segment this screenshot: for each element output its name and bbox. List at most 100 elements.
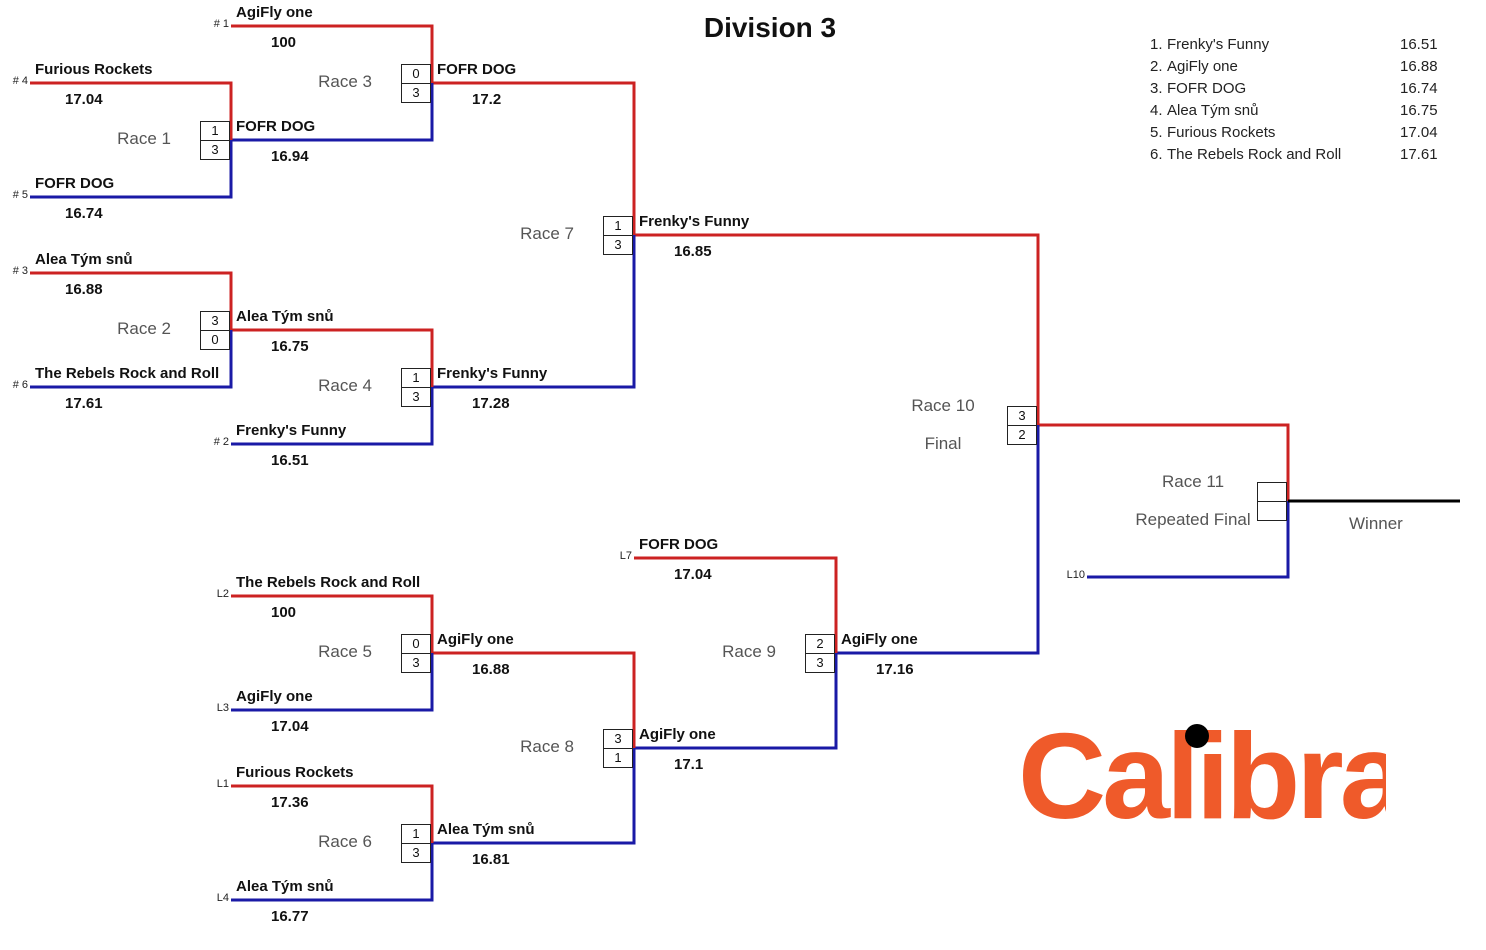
seed-label: # 1 bbox=[213, 18, 229, 30]
score-box: 0 bbox=[200, 330, 230, 350]
team-name: Frenky's Funny bbox=[236, 422, 347, 439]
standings-rank: 5. bbox=[1150, 124, 1163, 141]
team-time: 17.28 bbox=[472, 395, 510, 412]
team-name: AgiFly one bbox=[236, 4, 313, 21]
score-box: 3 bbox=[401, 653, 431, 673]
team-name: FOFR DOG bbox=[236, 118, 316, 135]
race-label: Race 4 bbox=[318, 376, 372, 395]
team-name: Alea Tým snů bbox=[35, 251, 133, 268]
standings-time: 16.51 bbox=[1400, 36, 1438, 53]
team-name: Alea Tým snů bbox=[236, 878, 334, 895]
team-name: Furious Rockets bbox=[35, 61, 153, 78]
team-name: FOFR DOG bbox=[437, 61, 517, 78]
winner-label: Winner bbox=[1349, 514, 1403, 533]
race-label: Race 10 bbox=[911, 396, 975, 415]
score-box: 3 bbox=[805, 653, 835, 673]
score-box: 2 bbox=[1007, 425, 1037, 445]
team-time: 16.51 bbox=[271, 452, 309, 469]
team-name: The Rebels Rock and Roll bbox=[35, 365, 220, 382]
team-time: 16.74 bbox=[65, 205, 103, 222]
standings-name: The Rebels Rock and Roll bbox=[1167, 146, 1342, 163]
standings-name: FOFR DOG bbox=[1167, 80, 1247, 97]
seed-label: # 6 bbox=[12, 379, 28, 391]
score-box: 1 bbox=[603, 216, 633, 236]
race-label: Race 6 bbox=[318, 832, 372, 851]
score-box bbox=[1257, 501, 1287, 521]
standings-time: 16.88 bbox=[1400, 58, 1438, 75]
seed-label: L4 bbox=[216, 892, 229, 904]
team-name: Alea Tým snů bbox=[236, 308, 334, 325]
score-box: 3 bbox=[200, 140, 230, 160]
race-label: Race 9 bbox=[722, 642, 776, 661]
team-name: AgiFly one bbox=[841, 631, 918, 648]
race-label: Race 7 bbox=[520, 224, 574, 243]
team-time: 17.04 bbox=[271, 718, 309, 735]
standings-rank: 6. bbox=[1150, 146, 1163, 163]
score-box: 1 bbox=[603, 748, 633, 768]
seed-label: # 5 bbox=[12, 189, 28, 201]
standings-rank: 2. bbox=[1150, 58, 1163, 75]
team-time: 16.88 bbox=[472, 661, 510, 678]
race-label: Race 5 bbox=[318, 642, 372, 661]
seed-label: L10 bbox=[1066, 569, 1085, 581]
team-time: 17.1 bbox=[674, 756, 704, 773]
standings-name: Alea Tým snů bbox=[1167, 102, 1259, 119]
race-label: Race 11 bbox=[1161, 472, 1225, 491]
seed-label: # 4 bbox=[12, 75, 28, 87]
score-box: 1 bbox=[401, 368, 431, 388]
team-time: 16.85 bbox=[674, 243, 712, 260]
seed-label: # 2 bbox=[213, 436, 229, 448]
team-time: 16.88 bbox=[65, 281, 103, 298]
team-name: AgiFly one bbox=[236, 688, 313, 705]
standings-rank: 1. bbox=[1150, 36, 1163, 53]
team-name: The Rebels Rock and Roll bbox=[236, 574, 421, 591]
score-box: 1 bbox=[401, 824, 431, 844]
score-box: 0 bbox=[401, 634, 431, 654]
score-box: 3 bbox=[401, 843, 431, 863]
team-time: 17.61 bbox=[65, 395, 103, 412]
seed-label: L2 bbox=[216, 588, 229, 600]
team-name: Frenky's Funny bbox=[437, 365, 548, 382]
team-time: 16.94 bbox=[271, 148, 309, 165]
seed-label: L7 bbox=[619, 550, 632, 562]
standings-name: Furious Rockets bbox=[1167, 124, 1276, 141]
page-title: Division 3 bbox=[703, 12, 837, 43]
score-box: 3 bbox=[603, 729, 633, 749]
score-box: 3 bbox=[200, 311, 230, 331]
score-box: 2 bbox=[805, 634, 835, 654]
score-box: 1 bbox=[200, 121, 230, 141]
standings-rank: 4. bbox=[1150, 102, 1163, 119]
seed-label: L1 bbox=[216, 778, 229, 790]
score-box: 3 bbox=[603, 235, 633, 255]
team-name: Frenky's Funny bbox=[639, 213, 750, 230]
team-time: 16.77 bbox=[271, 908, 309, 925]
standings-time: 17.04 bbox=[1400, 124, 1438, 141]
standings-time: 16.75 bbox=[1400, 102, 1438, 119]
team-time: 16.75 bbox=[271, 338, 309, 355]
team-name: AgiFly one bbox=[639, 726, 716, 743]
race-label: Race 3 bbox=[318, 72, 372, 91]
race-label: Race 2 bbox=[117, 319, 171, 338]
score-box: 0 bbox=[401, 64, 431, 84]
score-box: 3 bbox=[401, 83, 431, 103]
score-box bbox=[1257, 482, 1287, 502]
team-name: AgiFly one bbox=[437, 631, 514, 648]
team-time: 17.2 bbox=[472, 91, 502, 108]
standings-rank: 3. bbox=[1150, 80, 1163, 97]
calibra-logo: Calibra bbox=[1018, 708, 1386, 828]
team-name: Alea Tým snů bbox=[437, 821, 535, 838]
score-box: 3 bbox=[401, 387, 431, 407]
team-time: 17.16 bbox=[876, 661, 914, 678]
team-time: 17.04 bbox=[65, 91, 103, 108]
standings-time: 17.61 bbox=[1400, 146, 1438, 163]
standings-time: 16.74 bbox=[1400, 80, 1438, 97]
team-time: 100 bbox=[271, 604, 297, 621]
seed-label: L3 bbox=[216, 702, 229, 714]
race-sublabel: Final bbox=[924, 434, 962, 453]
team-time: 17.04 bbox=[674, 566, 712, 583]
team-time: 17.36 bbox=[271, 794, 309, 811]
team-time: 100 bbox=[271, 34, 297, 51]
race-sublabel: Repeated Final bbox=[1135, 510, 1251, 529]
standings-name: Frenky's Funny bbox=[1167, 36, 1270, 53]
